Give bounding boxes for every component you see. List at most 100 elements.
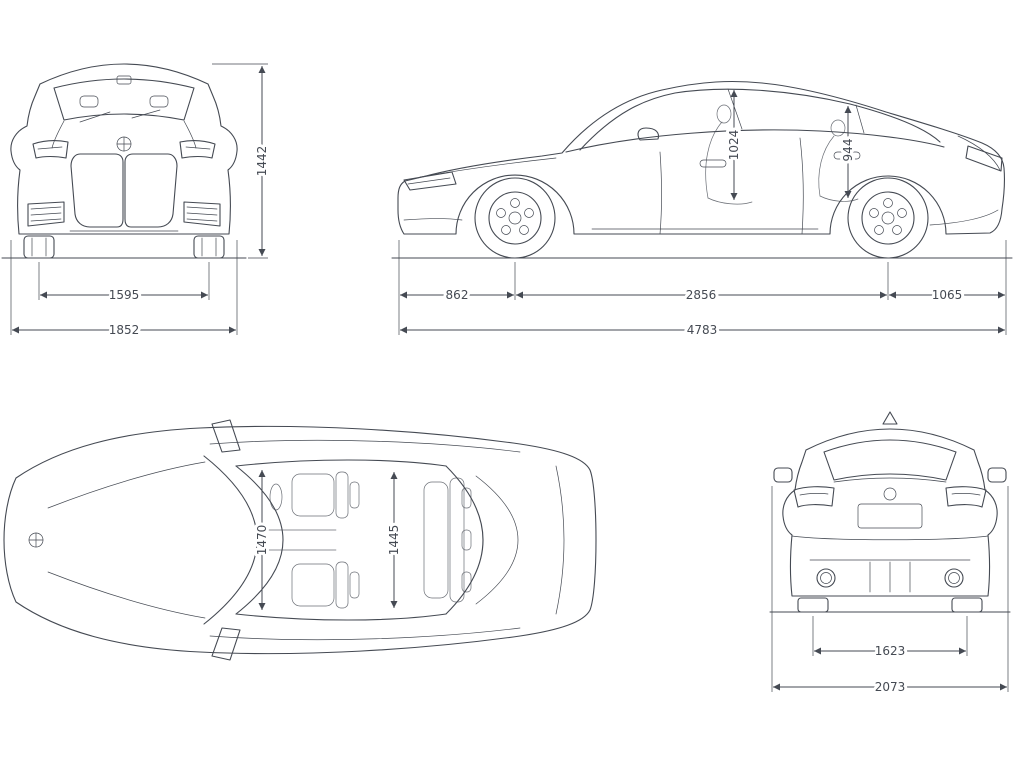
dimension-rear-track: 1623 [812,616,968,661]
front-view: 1442 1595 1852 [1,63,272,340]
taillight-right [945,486,987,508]
rear-interior-width-label: 1445 [387,525,401,556]
rear-bumper-line [791,535,989,541]
license-plate-recess [857,503,923,529]
dimension-rear-overhang: 1065 [889,240,1007,335]
decklid-arc [475,475,519,605]
bmw-roundel-cross [116,136,132,152]
windshield-base-arc [203,455,258,625]
dimension-width-incl-mirrors: 2073 [771,486,1009,697]
headlight-right [179,140,216,159]
taillight-graphics [799,492,981,496]
kidney-grille-left [70,153,124,228]
top-mirror-right [211,627,241,661]
dimension-body-width: 1852 [10,240,238,340]
top-view: 1470 1445 [3,419,597,661]
headlight-left [32,140,69,159]
front-door-handle [699,159,727,168]
center-console [261,529,337,551]
front-seat-headrest-left [79,95,99,108]
front-overhang-label: 862 [446,288,469,302]
exhaust-left-inner [820,572,832,584]
hood-cut-line [419,157,557,178]
side-headlight-line [407,177,451,185]
bmw-roundel-rear-icon [883,487,897,501]
dimension-wheelbase: 2856 [516,262,889,305]
dimension-rear-interior-width: 1445 [384,472,404,608]
rear-window [823,439,957,481]
front-windshield [53,78,195,121]
wipers [79,109,161,123]
side-window-top [579,88,941,151]
side-rear-wheel [847,177,929,259]
antenna-fin-icon [882,411,898,425]
rear-wheel-left [797,597,829,613]
dimension-track-width: 1595 [38,262,210,305]
track-width-label: 1595 [109,288,140,302]
rear-body-outline [782,428,998,597]
roof-front-arc [235,465,284,615]
rear-view: 1623 2073 [769,411,1011,697]
steering-wheel [269,483,283,511]
exhaust-right-inner [948,572,960,584]
front-wheel-left [23,235,55,259]
side-headlight [403,171,457,191]
front-wheel-right [193,235,225,259]
front-tire-treads [31,237,217,257]
rear-bumper-line [929,209,999,226]
trunk-seam [957,135,1001,171]
rear-window-arc [445,465,484,615]
hood-creases [51,120,197,149]
top-mirror-left [211,419,241,453]
rear-door-seam [799,137,804,235]
taillight-left [793,486,835,508]
dimension-front-headroom: 1024 [724,90,744,200]
front-interior-width-label: 1470 [255,525,269,556]
shoulder-lines [209,439,521,641]
side-taillight [965,145,1003,172]
exhaust-left [816,568,836,588]
rear-mirror-right [987,467,1007,483]
trunk-line [833,477,947,483]
trunk-edge-arc [555,465,565,615]
front-bumper-line [403,218,463,221]
side-beltline [565,129,945,153]
hood-lines [47,461,206,619]
side-view: 1024 944 862 2856 1065 4783 [391,80,1013,340]
front-door-seam [659,151,662,235]
front-intake-left-slats [30,206,62,222]
rear-mirror-left [773,467,793,483]
rear-overhang-label: 1065 [932,288,963,302]
front-headroom-label: 1024 [727,130,741,161]
rearview-mirror [116,75,132,85]
dimension-overall-height: 1442 [212,63,272,259]
body-width-label: 1852 [109,323,140,337]
kidney-grille-right [124,153,178,228]
side-front-wheel [474,177,556,259]
top-interior [261,471,472,609]
bmw-roundel-top-cross [28,532,44,548]
quarter-window-divider [855,104,865,134]
front-intake-right-slats [186,206,218,222]
dimension-rear-headroom: 944 [838,106,858,198]
dimension-front-overhang: 862 [398,240,516,335]
side-mirror [637,127,660,141]
overall-length-label: 4783 [687,323,718,337]
dimension-front-interior-width: 1470 [252,470,272,610]
front-intake-right [183,201,221,227]
overall-height-label: 1442 [255,146,269,177]
roof-side-rails [235,459,447,621]
dimension-overall-length: 4783 [400,320,1005,340]
side-body-outline [397,80,1005,235]
front-seat-headrest-right [149,95,169,108]
top-body-outline [3,425,597,655]
width-incl-mirrors-label: 2073 [875,680,906,694]
rear-track-label: 1623 [875,644,906,658]
exhaust-right [944,568,964,588]
rear-wheel-right [951,597,983,613]
front-body-outline [10,63,238,235]
diffuser [809,559,971,593]
wheelbase-label: 2856 [686,288,717,302]
